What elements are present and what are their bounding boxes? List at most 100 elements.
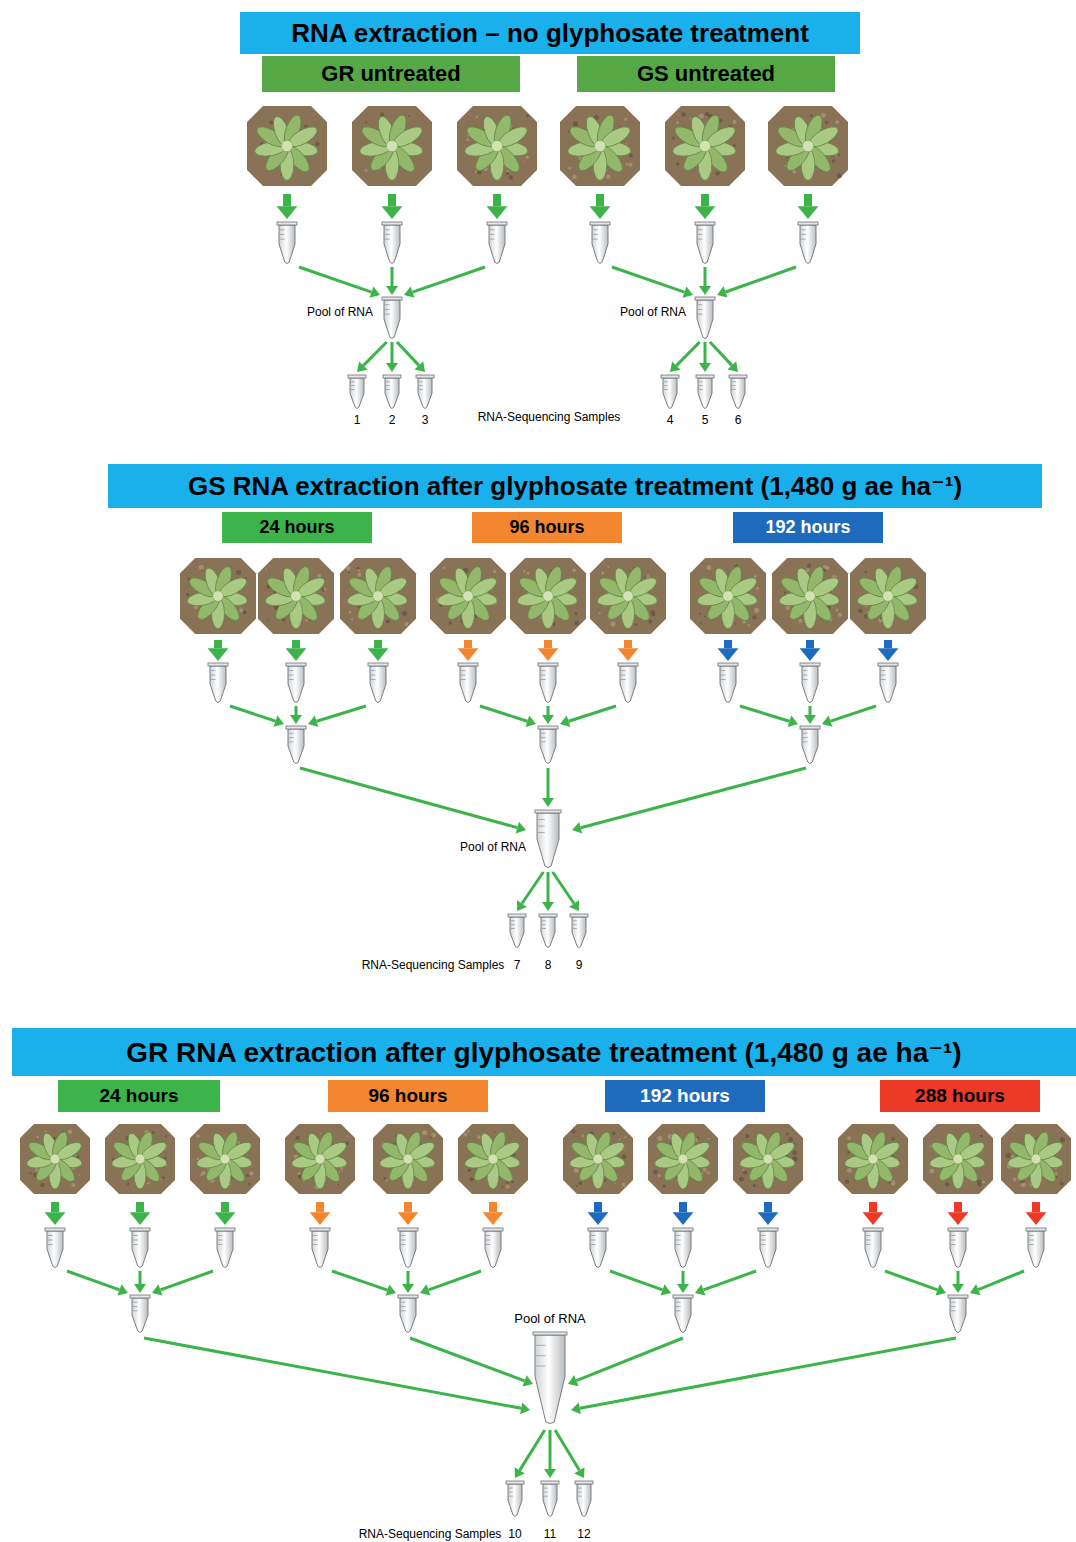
arrow-line (809, 706, 812, 715)
soil-speck (75, 1155, 77, 1157)
tube-body (132, 1298, 148, 1333)
soil-speck (891, 1137, 895, 1141)
tube-rim (718, 663, 738, 666)
soil-speck (607, 566, 609, 568)
box-text: 24 hours (99, 1085, 178, 1107)
tube-tick (593, 239, 598, 240)
soil-speck (865, 571, 867, 573)
time-box: 288 hours (880, 1080, 1040, 1112)
tube-tick (490, 234, 495, 235)
plant-photo (733, 1124, 803, 1194)
soil-speck (29, 1172, 31, 1174)
tube (695, 297, 715, 339)
soil-speck (676, 162, 679, 165)
soil-speck (699, 613, 701, 615)
arrow-head (45, 1212, 66, 1225)
tube-tick (218, 1244, 223, 1245)
soil-ground (690, 558, 766, 634)
soil-speck (703, 1168, 707, 1172)
tube-tick (351, 381, 355, 382)
tube-rim (539, 914, 557, 917)
plant-photo (923, 1124, 993, 1194)
arrow-line (594, 1202, 602, 1212)
soil-speck (408, 115, 410, 117)
box-text: GS untreated (637, 61, 775, 87)
arrow-head (695, 1284, 706, 1295)
tube (538, 663, 558, 703)
tube-tick (621, 670, 626, 671)
soil-speck (68, 1129, 73, 1134)
arrow-line (374, 640, 382, 648)
tube-rim (398, 1295, 418, 1298)
soil-speck (449, 621, 453, 625)
soil-speck (658, 1174, 661, 1177)
tube-rim (800, 726, 820, 729)
tube-tick (542, 924, 546, 925)
soil-speck (469, 1177, 473, 1181)
tube-body (697, 300, 713, 339)
arrow-head (590, 206, 611, 219)
arrow-head (574, 1467, 584, 1478)
title-band: GR RNA extraction after glyphosate treat… (12, 1028, 1076, 1076)
tube-tick (544, 1492, 548, 1493)
soil-speck (526, 115, 529, 118)
soil-speck (165, 1135, 168, 1138)
tube-tick (698, 229, 703, 230)
tube-tick (542, 920, 546, 921)
tube-body (370, 666, 386, 703)
tube-tick (803, 679, 808, 680)
arrow-line (214, 640, 222, 648)
soil-ground (430, 558, 506, 634)
soil-speck (341, 1170, 343, 1172)
tube-tick (511, 920, 515, 921)
arrow-head (952, 1284, 964, 1293)
soil-ground (340, 558, 416, 634)
arrow-line (831, 706, 877, 721)
rosette-center (723, 591, 734, 602)
tube-tick (698, 314, 703, 315)
soil-speck (249, 1171, 253, 1175)
arrow-line (230, 706, 276, 721)
tube-tick (803, 741, 808, 742)
arrow-line (67, 1271, 120, 1290)
label-text: 4 (667, 413, 674, 427)
tube-rim (348, 375, 366, 378)
tube-tick (591, 1240, 596, 1241)
tube-tick (371, 679, 376, 680)
soil-speck (579, 1181, 583, 1185)
soil-speck (338, 1184, 340, 1186)
tube-rim (538, 726, 558, 729)
tube-tick (699, 385, 703, 386)
tube-tick (133, 1310, 138, 1311)
caption-label: Pool of RNA (307, 305, 373, 319)
soil-ground (560, 106, 640, 186)
tube-tick (664, 385, 668, 386)
soil-speck (443, 567, 445, 569)
soil-speck (320, 1133, 322, 1135)
label-text: 8 (545, 958, 552, 972)
tube (130, 1295, 150, 1333)
soil-speck (622, 1182, 626, 1186)
tube-body (47, 1231, 63, 1268)
tube-tick (486, 1244, 491, 1245)
label-text: 2 (389, 413, 396, 427)
tube-body (620, 666, 636, 703)
box-text: GR untreated (321, 61, 460, 87)
soil-speck (699, 114, 704, 119)
label-text: 1 (354, 413, 361, 427)
tube-rim (661, 375, 679, 378)
arrow-head (542, 798, 554, 807)
tube (863, 1228, 883, 1268)
tube (948, 1295, 968, 1333)
soil-speck (199, 565, 204, 570)
tube-body (217, 1231, 233, 1268)
soil-speck (572, 1130, 576, 1134)
tube-tick (401, 1240, 406, 1241)
soil-speck (575, 612, 578, 615)
arrow-line (957, 1271, 960, 1284)
rosette-center (805, 591, 816, 602)
plant-photo (180, 558, 256, 634)
soil-speck (672, 137, 675, 140)
